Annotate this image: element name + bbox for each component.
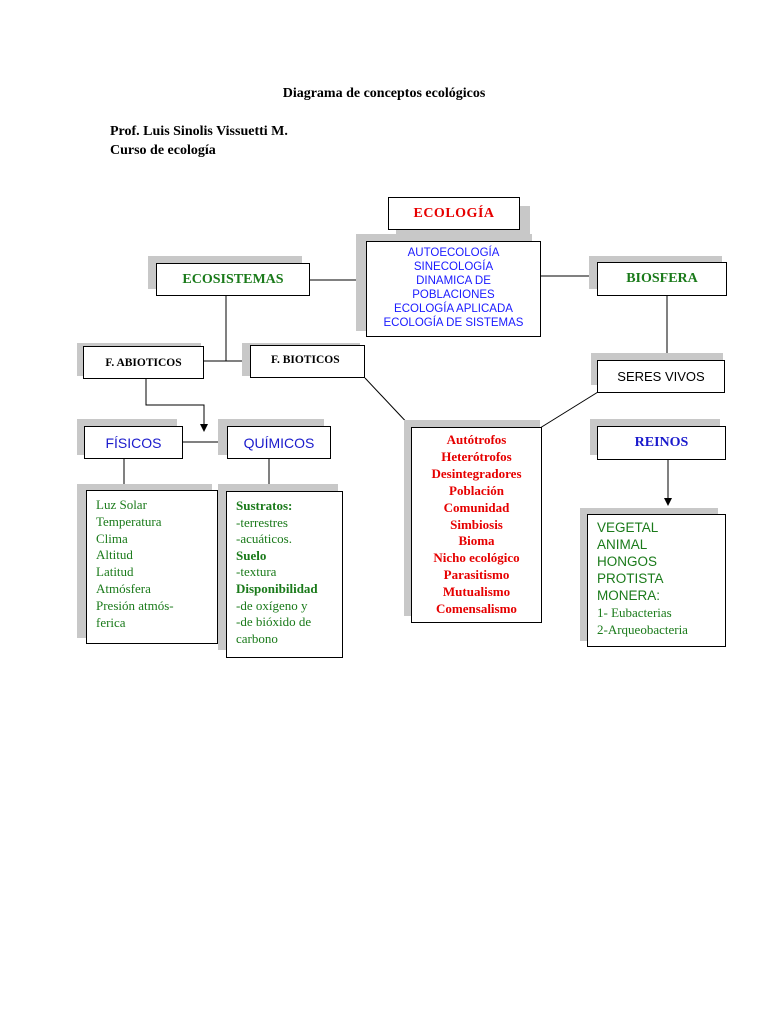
quimicos-item: Suelo	[236, 547, 267, 563]
fisicos-item: Latitud	[96, 564, 134, 580]
biosfera-box: BIOSFERA	[597, 262, 727, 296]
bioticos-box: F. BIOTICOS	[250, 345, 365, 378]
abioticos-label: F. ABIOTICOS	[105, 356, 182, 369]
subdisciplines-list: AUTOECOLOGÍA SINECOLOGÍA DINAMICA DE POB…	[367, 242, 540, 330]
quimicos-item: -de bióxido de	[236, 614, 312, 630]
line-bioticos-list	[364, 377, 413, 429]
seresvivos-box: SERES VIVOS	[597, 360, 725, 393]
line-seresvivos-list	[539, 391, 599, 429]
fisicos-item: Altitud	[96, 547, 133, 563]
quimicos-item: Disponibilidad	[236, 580, 318, 596]
bioticos-item: Nicho ecológico	[433, 550, 520, 566]
bioticos-item: Parasitismo	[443, 567, 510, 583]
subdiscipline-item: POBLACIONES	[412, 289, 495, 301]
bioticos-item: Simbiosis	[450, 516, 503, 532]
author-name: Prof. Luis Sinolis Vissuetti M.	[110, 124, 288, 139]
fisicos-label: FÍSICOS	[105, 434, 162, 451]
bioticos-label: F. BIOTICOS	[271, 354, 340, 366]
reinos-item: HONGOS	[597, 554, 658, 569]
fisicos-item: Temperatura	[96, 513, 162, 529]
reinos-list-box: VEGETAL ANIMAL HONGOS PROTISTA MONERA: 1…	[587, 514, 726, 647]
quimicos-item: Sustratos:	[236, 498, 293, 513]
bioticos-item: Bioma	[458, 533, 495, 549]
bioticos-list-box: Autótrofos Heterótrofos Desintegradores …	[411, 427, 542, 623]
bioticos-item: Población	[449, 482, 504, 498]
fisicos-list-box: Luz Solar Temperatura Clima Altitud Lati…	[86, 490, 218, 644]
author-block: Prof. Luis Sinolis Vissuetti M. Curso de…	[110, 122, 288, 160]
ecologia-label: ECOLOGÍA	[413, 205, 495, 221]
bioticos-item: Heterótrofos	[441, 448, 512, 464]
quimicos-item: -terrestres	[236, 514, 288, 530]
reinos-item: 1- Eubacterias	[597, 605, 672, 620]
course-name: Curso de ecología	[110, 143, 216, 158]
quimicos-item: -de oxígeno y	[236, 597, 308, 613]
reinos-item: 2-Arqueobacteria	[597, 622, 688, 637]
fisicos-item: ferica	[96, 614, 126, 630]
reinos-item: ANIMAL	[597, 537, 648, 552]
subdisciplines-box: AUTOECOLOGÍA SINECOLOGÍA DINAMICA DE POB…	[366, 241, 541, 337]
quimicos-item: carbono	[236, 630, 278, 646]
fisicos-item: Presión atmós-	[96, 597, 174, 613]
bioticos-list: Autótrofos Heterótrofos Desintegradores …	[412, 428, 541, 618]
reinos-box: REINOS	[597, 426, 726, 460]
subdiscipline-item: ECOLOGÍA APLICADA	[394, 303, 513, 315]
fisicos-item: Atmósfera	[96, 580, 151, 596]
fisicos-item: Luz Solar	[96, 497, 147, 512]
quimicos-list-box: Sustratos: -terrestres -acuáticos. Suelo…	[226, 491, 343, 658]
reinos-item: VEGETAL	[597, 520, 659, 535]
subdiscipline-item: SINECOLOGÍA	[413, 261, 494, 273]
bioticos-item: Comensalismo	[436, 601, 517, 617]
bioticos-item: Comunidad	[443, 499, 510, 515]
abioticos-box: F. ABIOTICOS	[83, 346, 204, 379]
subdiscipline-item: DINAMICA DE	[416, 275, 491, 287]
bioticos-item: Desintegradores	[431, 465, 522, 481]
ecologia-box: ECOLOGÍA	[388, 197, 520, 230]
reinos-item: PROTISTA	[597, 571, 664, 586]
reinos-item: MONERA:	[597, 588, 661, 603]
quimicos-box: QUÍMICOS	[227, 426, 331, 459]
subdiscipline-item: ECOLOGÍA DE SISTEMAS	[383, 317, 524, 329]
ecosistemas-label: ECOSISTEMAS	[182, 271, 284, 287]
quimicos-item: -textura	[236, 564, 277, 580]
quimicos-item: -acuáticos.	[236, 531, 292, 547]
fisicos-item: Clima	[96, 530, 128, 546]
subdiscipline-item: AUTOECOLOGÍA	[407, 247, 500, 259]
line-abioticos-quimicos	[145, 378, 208, 432]
seresvivos-label: SERES VIVOS	[617, 369, 705, 384]
reinos-label: REINOS	[634, 435, 689, 450]
fisicos-box: FÍSICOS	[84, 426, 183, 459]
quimicos-label: QUÍMICOS	[243, 434, 315, 451]
bioticos-item: Autótrofos	[446, 432, 507, 447]
bioticos-item: Mutualismo	[442, 584, 511, 600]
biosfera-label: BIOSFERA	[626, 271, 698, 286]
diagram-title: Diagrama de conceptos ecológicos	[282, 86, 486, 101]
ecosistemas-box: ECOSISTEMAS	[156, 263, 310, 296]
